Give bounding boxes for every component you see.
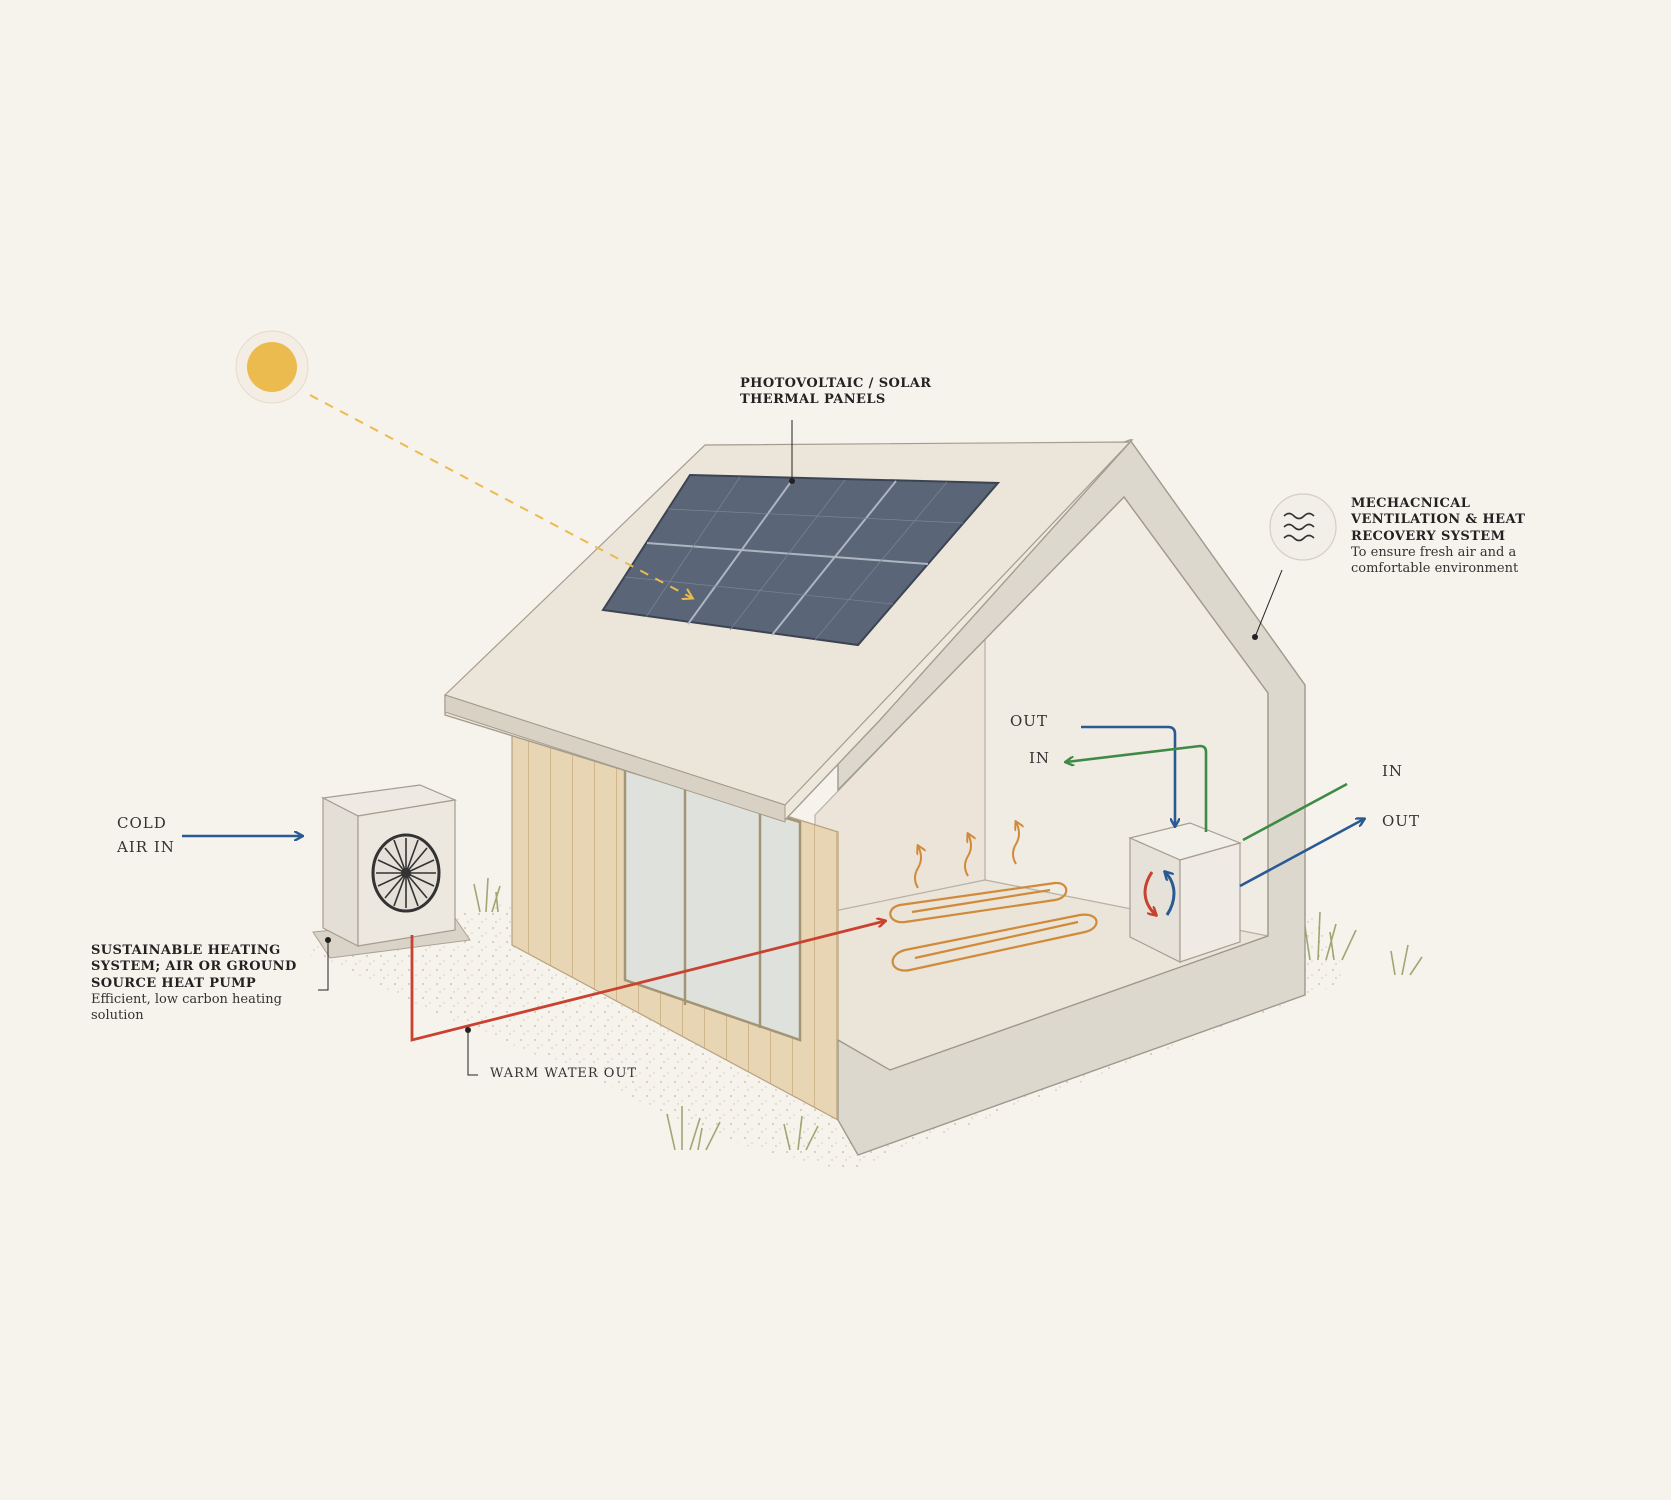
mvhr-label: MECHACNICAL VENTILATION & HEAT RECOVERY …	[1351, 496, 1525, 577]
heat-pump-label: SUSTAINABLE HEATING SYSTEM; AIR OR GROUN…	[91, 943, 297, 1024]
heat-pump-title-line1: SUSTAINABLE HEATING	[91, 943, 281, 958]
heat-pump-unit	[312, 784, 471, 959]
outside-in-label: IN	[1382, 762, 1404, 780]
heat-pump-desc-line1: Efficient, low carbon heating	[91, 991, 282, 1007]
mvhr-unit	[1128, 822, 1242, 963]
mvhr-title-line2: VENTILATION & HEAT	[1351, 512, 1526, 528]
heat-pump-desc-line2: solution	[91, 1008, 144, 1023]
underfloor-heating-coils	[889, 881, 1098, 972]
cold-air-in-label: COLD AIR IN	[117, 811, 175, 859]
leader-dots	[325, 478, 1258, 1033]
solar-panels-label: PHOTOVOLTAIC / SOLAR THERMAL PANELS	[740, 376, 931, 409]
mvhr-title-line1: MECHACNICAL	[1351, 496, 1471, 511]
heat-pump-title-line3: SOURCE HEAT PUMP	[91, 975, 257, 991]
solar-panel-array	[601, 473, 1001, 647]
outside-in-air-duct	[1242, 782, 1348, 842]
solar-panels-title-line2: THERMAL PANELS	[740, 392, 886, 408]
house-roof-edge	[444, 694, 786, 823]
leader-lines	[318, 420, 1283, 1076]
rising-heat-arrows	[914, 822, 1019, 889]
mvhr-title-line3: RECOVERY SYSTEM	[1351, 528, 1506, 544]
grass-tufts	[473, 877, 1423, 1151]
inside-in-label: IN	[1029, 749, 1051, 767]
sun-ray-arrow	[309, 394, 692, 598]
sun-icon	[235, 330, 309, 404]
cold-air-in-line2: AIR IN	[117, 838, 175, 856]
house-section-wall	[837, 438, 1306, 1156]
warm-water-pipe	[410, 921, 885, 1042]
warm-water-out-label: WARM WATER OUT	[490, 1066, 638, 1081]
cold-air-in-line1: COLD	[117, 814, 167, 832]
outside-out-air-duct	[1239, 819, 1364, 888]
mvhr-desc-line2: comfortable environment	[1351, 561, 1519, 576]
air-waves-icon	[1269, 493, 1337, 561]
inside-in-air-duct	[1066, 744, 1208, 832]
inside-out-label: OUT	[1010, 712, 1048, 730]
solar-panels-title-line1: PHOTOVOLTAIC / SOLAR	[740, 376, 932, 391]
inside-out-air-duct	[1081, 725, 1175, 826]
heat-pump-title-line2: SYSTEM; AIR OR GROUND	[91, 959, 297, 975]
fan-icon	[371, 833, 441, 913]
outside-out-label: OUT	[1382, 812, 1420, 830]
mvhr-desc-line1: To ensure fresh air and a	[1351, 544, 1517, 560]
